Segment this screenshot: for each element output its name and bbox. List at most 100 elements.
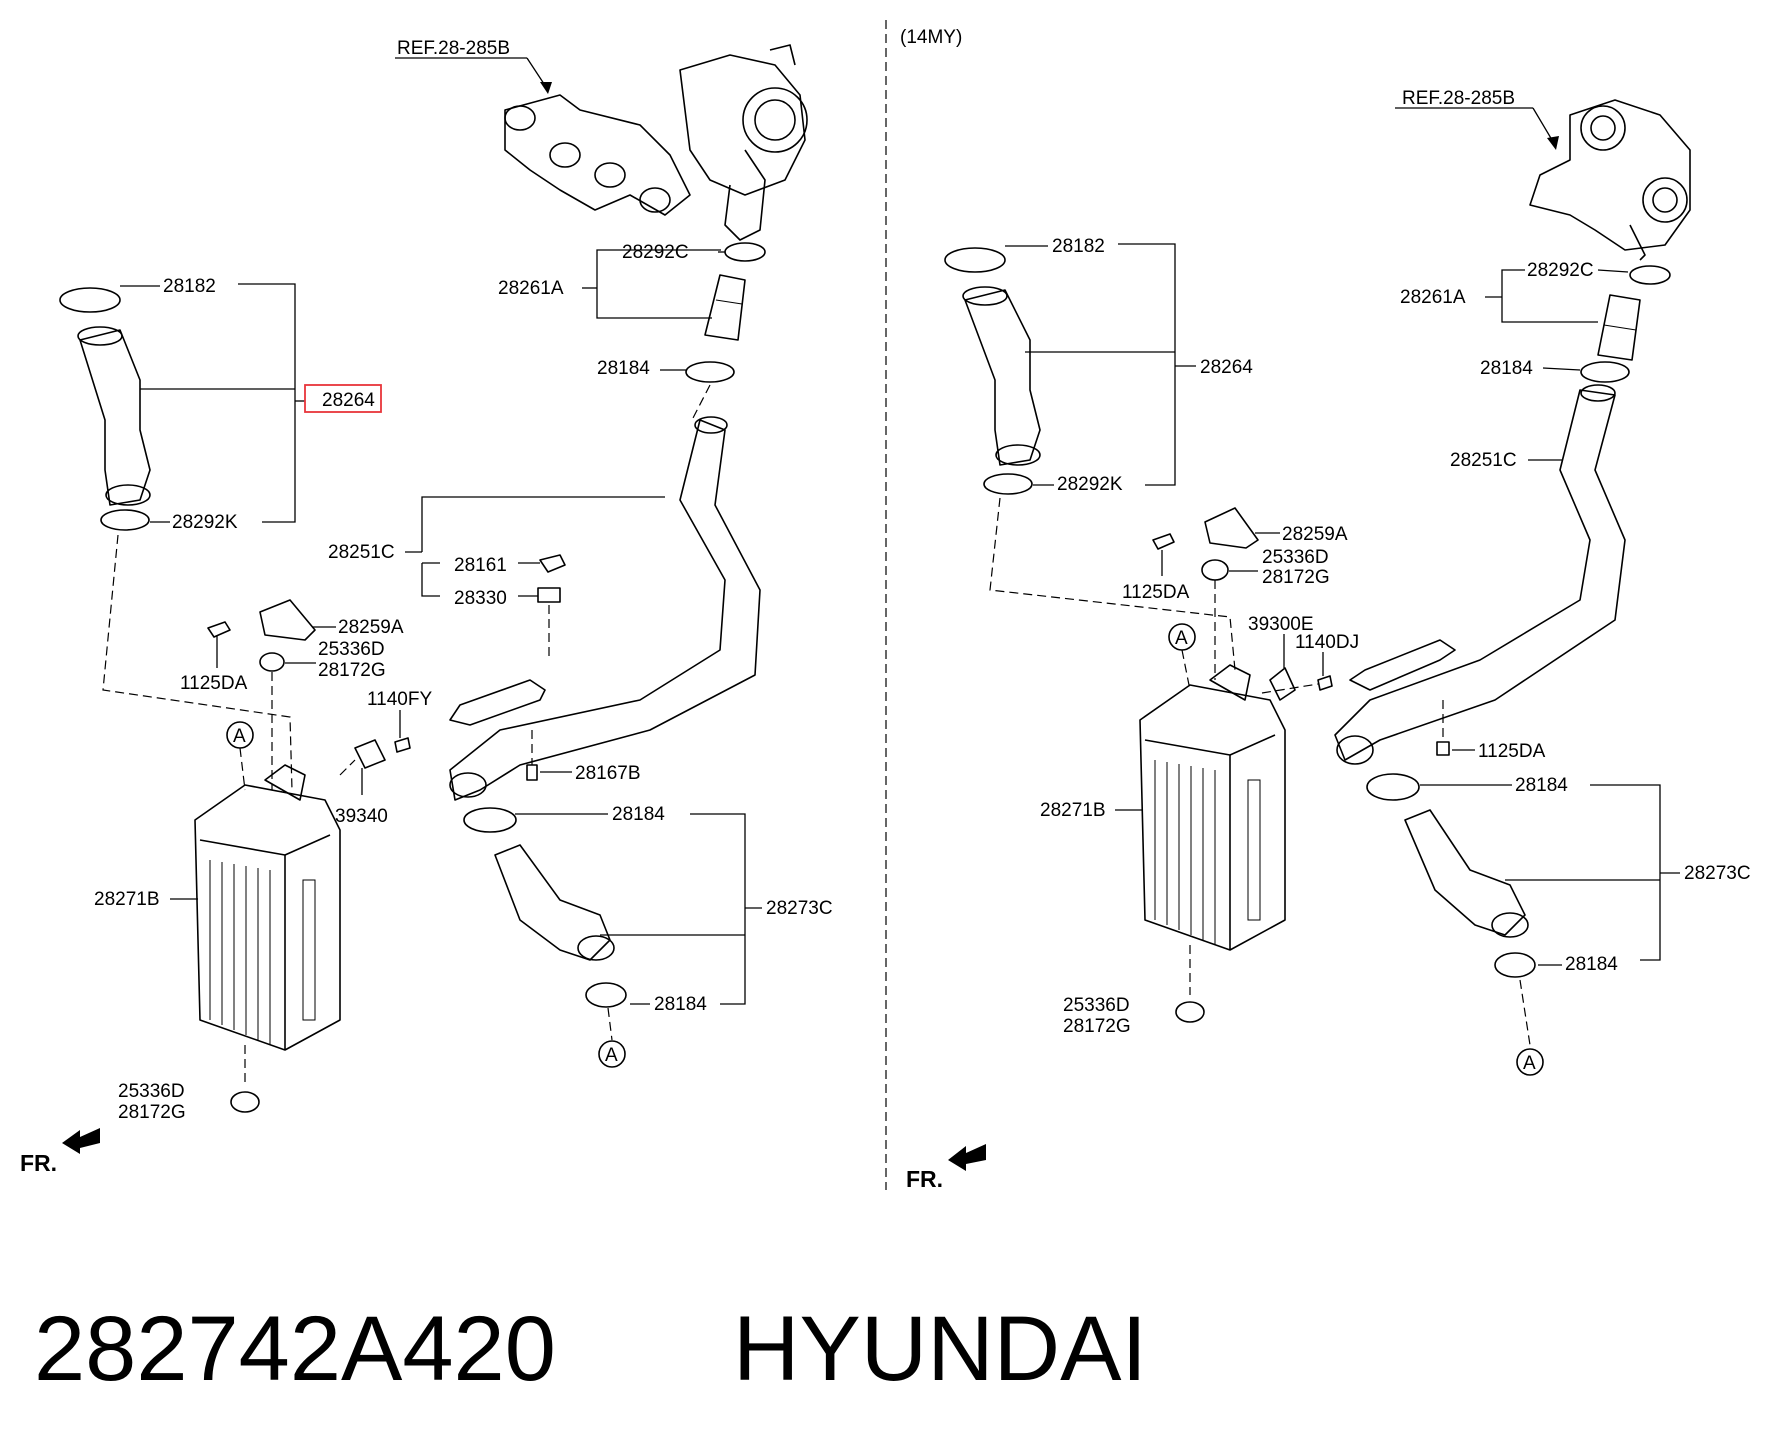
right-label-28292K[interactable]: 28292K	[1057, 474, 1123, 495]
left-bolt-1125DA[interactable]	[207, 621, 231, 638]
left-part-28330[interactable]	[537, 587, 561, 603]
ref-arrow-icon	[540, 82, 552, 94]
right-label-28292C[interactable]: 28292C	[1527, 260, 1594, 281]
left-pipe-28251C[interactable]	[449, 419, 761, 801]
right-label-1140DJ[interactable]: 1140DJ	[1295, 632, 1359, 653]
left-label-28172G-a[interactable]: 28172G	[318, 660, 386, 681]
right-clamp-28182[interactable]	[944, 247, 1006, 273]
right-bolt-1125DA-b[interactable]	[1436, 741, 1450, 756]
left-front-arrow-icon	[62, 1128, 100, 1154]
left-clamp-28182[interactable]	[59, 287, 121, 313]
left-label-28330[interactable]: 28330	[454, 588, 507, 609]
right-section: REF.28-285B 28292C 28261A 28184 28251C	[906, 88, 1751, 1192]
left-direction-label: FR.	[20, 1150, 57, 1176]
left-label-28184-top[interactable]: 28184	[597, 358, 650, 379]
right-pipe-28251C[interactable]	[1334, 389, 1626, 761]
left-bracket-28259A[interactable]	[259, 599, 316, 641]
right-label-25336D-b[interactable]: 25336D	[1063, 995, 1130, 1016]
left-label-28273C[interactable]: 28273C	[766, 898, 833, 919]
right-clamp-28184-bottom[interactable]	[1494, 952, 1536, 978]
left-clamp-28292C[interactable]	[724, 242, 766, 262]
right-clamp-28184-top[interactable]	[1580, 361, 1630, 383]
right-label-1125DA-b[interactable]: 1125DA	[1478, 741, 1546, 762]
left-label-28271B[interactable]: 28271B	[94, 889, 160, 910]
right-ref-label[interactable]: REF.28-285B	[1402, 88, 1515, 109]
left-marker-a-bottom-label: A	[605, 1045, 618, 1066]
right-cap-25336D-top[interactable]	[1201, 559, 1229, 581]
right-clamp-28292C[interactable]	[1629, 265, 1671, 285]
right-clamp-28184-mid[interactable]	[1366, 773, 1420, 801]
right-label-28182[interactable]: 28182	[1052, 236, 1105, 257]
left-label-28167B[interactable]: 28167B	[575, 763, 641, 784]
left-turbocharger[interactable]	[504, 44, 808, 241]
left-cap-25336D-bottom[interactable]	[230, 1091, 260, 1113]
left-clamp-28184-bottom[interactable]	[585, 982, 627, 1008]
left-hose-28261A[interactable]	[704, 274, 746, 341]
right-label-28184-bot[interactable]: 28184	[1565, 954, 1618, 975]
left-clamp-28184-top[interactable]	[685, 361, 735, 383]
left-hose-28264[interactable]	[79, 329, 151, 506]
left-label-28264[interactable]: 28264	[322, 390, 375, 411]
right-label-28271B[interactable]: 28271B	[1040, 800, 1106, 821]
right-sensor-39300E[interactable]	[1269, 667, 1296, 701]
left-section: REF.28-285B 28292C 28261A 28184	[20, 38, 833, 1176]
right-cap-25336D-bottom[interactable]	[1175, 1001, 1205, 1023]
right-bolt-1125DA-a[interactable]	[1152, 533, 1175, 550]
right-pipe-bracket	[1349, 639, 1456, 691]
right-label-1125DA-a[interactable]: 1125DA	[1122, 582, 1190, 603]
left-label-25336D-b[interactable]: 25336D	[118, 1081, 185, 1102]
right-hose-28261A[interactable]	[1597, 294, 1641, 361]
left-ref-label[interactable]: REF.28-285B	[397, 38, 510, 59]
right-turbocharger[interactable]	[1529, 99, 1691, 261]
left-intercooler-28271B[interactable]	[194, 764, 341, 1051]
left-label-28172G-b[interactable]: 28172G	[118, 1102, 186, 1123]
left-label-25336D-a[interactable]: 25336D	[318, 639, 385, 660]
left-label-28259A[interactable]: 28259A	[338, 617, 404, 638]
left-label-28261A[interactable]: 28261A	[498, 278, 564, 299]
left-label-28292K[interactable]: 28292K	[172, 512, 238, 533]
left-bolt-28167B[interactable]	[526, 764, 538, 781]
right-ref-arrow-icon	[1547, 136, 1559, 150]
left-cap-25336D-top[interactable]	[259, 652, 285, 672]
right-bolt-1140DJ[interactable]	[1317, 675, 1333, 691]
left-clamp-28184-mid[interactable]	[463, 807, 517, 833]
left-label-39340[interactable]: 39340	[335, 806, 388, 827]
right-label-28184-mid[interactable]: 28184	[1515, 775, 1568, 796]
left-marker-a-bottom	[598, 1040, 626, 1068]
right-label-28264[interactable]: 28264	[1200, 357, 1253, 378]
left-sensor-39340[interactable]	[354, 739, 386, 769]
right-marker-a-bottom-label: A	[1523, 1053, 1536, 1074]
left-label-28182[interactable]: 28182	[163, 276, 216, 297]
left-hose-28273C[interactable]	[494, 844, 611, 961]
right-front-arrow-icon	[948, 1144, 986, 1171]
left-label-28161[interactable]: 28161	[454, 555, 507, 576]
right-label-28261A[interactable]: 28261A	[1400, 287, 1466, 308]
right-label-39300E[interactable]: 39300E	[1248, 614, 1314, 635]
left-bolt-1140FY[interactable]	[394, 737, 411, 753]
left-clamp-28292K[interactable]	[100, 509, 150, 531]
left-label-1125DA[interactable]: 1125DA	[180, 673, 248, 694]
left-label-1140FY[interactable]: 1140FY	[367, 689, 432, 710]
right-intercooler-28271B[interactable]	[1139, 664, 1286, 951]
footer-part-number: 282742A420	[34, 1298, 556, 1400]
right-hose-28273C[interactable]	[1404, 809, 1526, 936]
left-label-28184-mid[interactable]: 28184	[612, 804, 665, 825]
right-bracket-28259A[interactable]	[1204, 507, 1259, 549]
right-clamp-28292K[interactable]	[983, 473, 1033, 495]
right-label-28184-top[interactable]: 28184	[1480, 358, 1533, 379]
left-pipe-bracket	[449, 679, 546, 726]
right-label-28251C[interactable]: 28251C	[1450, 450, 1517, 471]
left-part-28161[interactable]	[539, 554, 566, 573]
right-hose-28264[interactable]	[964, 289, 1041, 466]
left-label-28184-bot[interactable]: 28184	[654, 994, 707, 1015]
left-label-28251C[interactable]: 28251C	[328, 542, 395, 563]
right-label-28172G-b[interactable]: 28172G	[1063, 1016, 1131, 1037]
right-label-28259A[interactable]: 28259A	[1282, 524, 1348, 545]
right-label-28273C[interactable]: 28273C	[1684, 863, 1751, 884]
right-label-25336D-a[interactable]: 25336D	[1262, 547, 1329, 568]
variant-label: (14MY)	[900, 27, 962, 48]
left-label-28292C[interactable]: 28292C	[622, 242, 689, 263]
right-label-28172G-a[interactable]: 28172G	[1262, 567, 1330, 588]
highlight-box-28264[interactable]	[304, 384, 382, 413]
